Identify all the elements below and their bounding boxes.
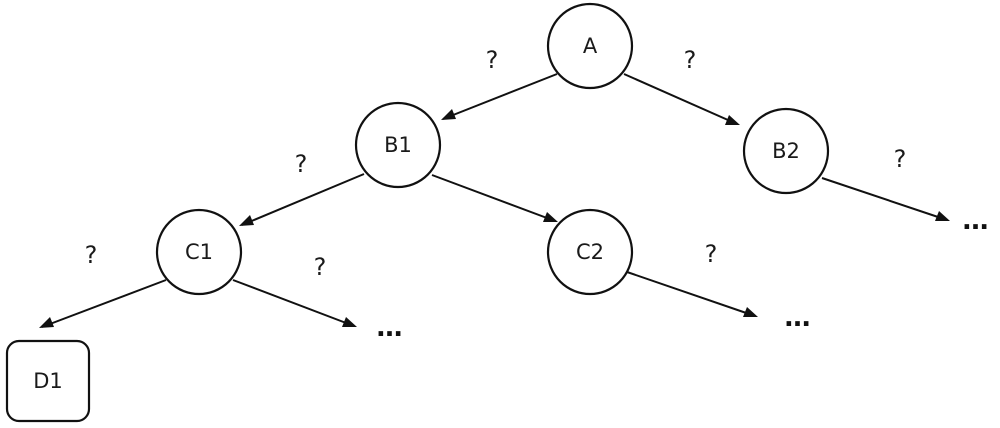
edge-b2-more-arrowhead: [935, 211, 950, 221]
edge-a-b1-arrowhead: [441, 109, 456, 120]
node-a-circle: [546, 2, 634, 90]
edge-a-b2-arrowhead: [725, 115, 740, 125]
edge-label-a-b1: ?: [486, 46, 499, 74]
edge-b2-more: [821, 177, 948, 221]
node-b2: B2: [742, 107, 830, 195]
node-a: A: [546, 2, 634, 90]
node-c2-label: C2: [576, 240, 604, 264]
continuations: … … …: [377, 206, 990, 343]
ellipsis-c2-branch: …: [785, 303, 812, 333]
edge-c2-more-arrowhead: [743, 307, 758, 317]
edge-c1-more-arrowhead: [342, 317, 357, 327]
edge-label-a-b2: ?: [684, 46, 697, 74]
edge-b1-c2-arrowhead: [543, 212, 558, 222]
node-d1: D1: [5, 339, 91, 423]
edge-c1-more: [232, 279, 355, 327]
edge-b1-c1: [241, 173, 365, 226]
node-b1: B1: [354, 101, 442, 189]
ellipsis-b2-branch: …: [963, 206, 990, 236]
node-c1-circle: [155, 208, 243, 296]
edge-label-c1-d1: ?: [85, 241, 98, 269]
node-b2-label: B2: [772, 139, 800, 163]
node-d1-label: D1: [33, 369, 63, 393]
node-c2: C2: [546, 208, 634, 296]
node-c2-circle: [546, 208, 634, 296]
node-a-label: A: [583, 34, 598, 58]
edge-b1-c2: [431, 174, 556, 222]
node-b1-circle: [354, 101, 442, 189]
node-b2-circle: [742, 107, 830, 195]
edge-label-c1-more: ?: [314, 253, 327, 281]
edge-label-b1-c1: ?: [295, 150, 308, 178]
edge-label-c2-more: ?: [705, 240, 718, 268]
edge-a-b1: [442, 73, 558, 120]
edge-c1-d1-arrowhead: [39, 317, 54, 328]
node-b1-label: B1: [384, 133, 412, 157]
edge-c1-d1: [41, 279, 167, 328]
edges: [39, 73, 950, 328]
edge-label-b2-more: ?: [894, 145, 907, 173]
edge-labels: ? ? ? ? ? ? ?: [85, 46, 907, 281]
edge-b1-c1-arrowhead: [239, 215, 254, 226]
node-c1-label: C1: [185, 240, 213, 264]
ellipsis-c1-branch: …: [377, 313, 404, 343]
node-d1-box: [5, 339, 91, 423]
node-c1: C1: [155, 208, 243, 296]
edge-a-b2: [623, 73, 738, 125]
edge-c2-more: [626, 271, 756, 317]
nodes: A B1 B2 C1 C2 D1: [5, 2, 830, 423]
